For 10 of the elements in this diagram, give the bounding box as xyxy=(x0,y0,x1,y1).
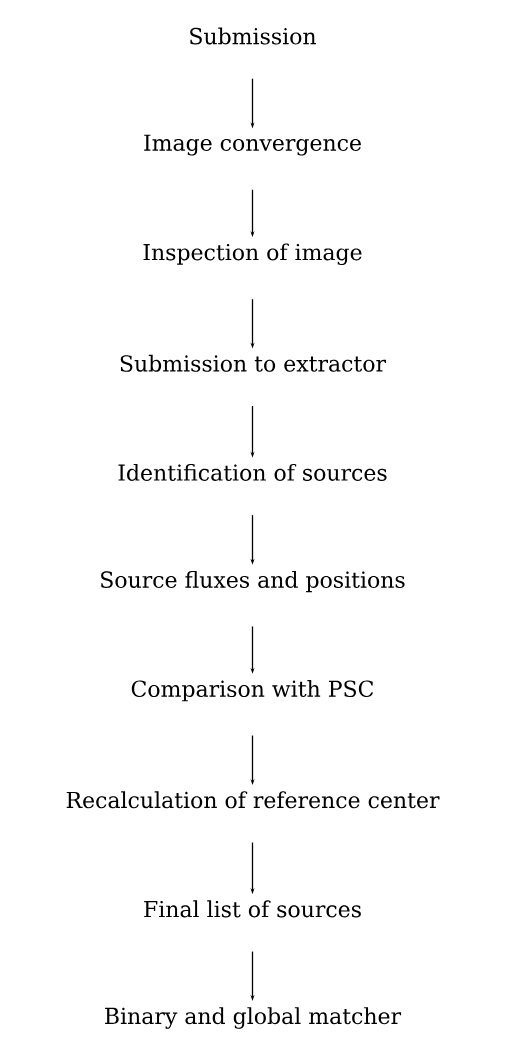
step-text: Source fluxes and positions xyxy=(101,570,405,593)
step-text: Recalculation of reference center xyxy=(66,791,440,809)
step-text: Final list of sources xyxy=(144,900,361,918)
step-text: Identification of sources xyxy=(118,463,387,481)
step-text: Comparison with PSC xyxy=(131,680,374,702)
step-text: Image convergence xyxy=(144,134,361,156)
step-text: Submission to extractor xyxy=(120,354,387,372)
step-text: Submission xyxy=(190,27,316,45)
step-text: Inspection of image xyxy=(143,243,362,265)
step-text: Binary and global matcher xyxy=(105,1007,402,1029)
